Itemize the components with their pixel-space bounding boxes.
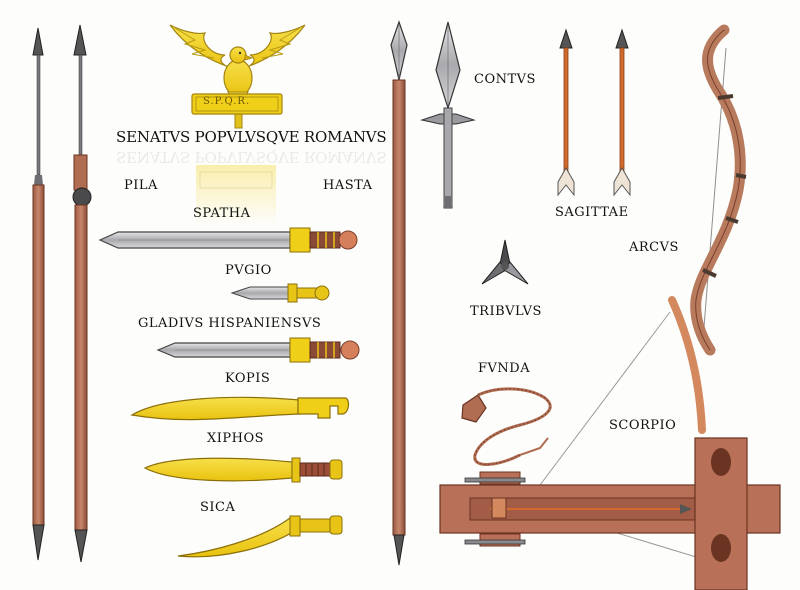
sica-sword — [177, 515, 343, 558]
arrow-1 — [557, 28, 575, 197]
label-funda: FVNDA — [478, 361, 531, 376]
label-pugio: PVGIO — [225, 263, 272, 278]
gladius-sword — [156, 337, 360, 363]
pilum-1 — [32, 27, 45, 561]
kopis-sword — [130, 396, 350, 421]
label-pila: PILA — [124, 178, 158, 193]
pugio-dagger — [230, 283, 330, 303]
motto-reflection: SENATVS POPVLVSQVE ROMANVS — [116, 148, 387, 166]
xiphos-sword — [143, 457, 343, 483]
recurve-bow — [690, 24, 747, 356]
spatha-sword — [98, 227, 358, 253]
arrow-2 — [613, 28, 631, 197]
contus-spear — [420, 21, 476, 209]
label-gladius: GLADIVS HISPANIENSVS — [138, 316, 322, 331]
banner-text: S.P.Q.R. — [203, 96, 251, 107]
label-sagittae: SAGITTAE — [555, 205, 629, 220]
label-kopis: KOPIS — [225, 371, 271, 386]
spqr-banner — [191, 93, 283, 115]
scorpio-ballista — [439, 296, 781, 590]
label-spatha: SPATHA — [193, 206, 251, 221]
motto-heading: SENATVS POPVLVSQVE ROMANVS — [116, 128, 387, 146]
label-hasta: HASTA — [323, 178, 373, 193]
long-spear — [390, 20, 408, 566]
label-xiphos: XIPHOS — [207, 431, 265, 446]
label-contus: CONTVS — [474, 72, 536, 87]
label-arcus: ARCVS — [629, 240, 679, 255]
pilum-2 — [72, 24, 92, 563]
label-scorpio: SCORPIO — [609, 418, 677, 433]
eagle-standard — [169, 24, 306, 225]
label-tribulus: TRIBVLVS — [470, 304, 542, 319]
label-sica: SICA — [200, 500, 236, 515]
funda-sling — [461, 387, 552, 466]
tribulus-caltrop — [481, 239, 529, 285]
